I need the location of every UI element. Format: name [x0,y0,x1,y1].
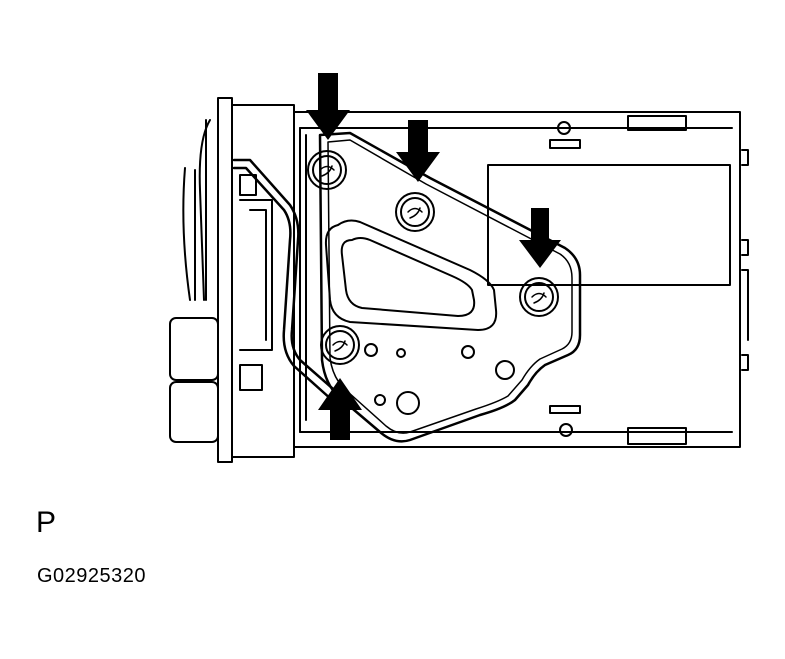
front-panel [169,97,295,463]
view-letter-label: P [36,506,57,539]
bolt-bottom-left [320,325,360,365]
bracket-diagram [169,73,749,463]
bolt-top-left [307,150,347,190]
arrow-down-bolt-2 [396,120,440,182]
arrow-up-bolt-4 [318,378,362,440]
bolt-top-center [395,192,435,232]
chassis-housing [293,111,749,448]
bolt-right [519,277,559,317]
figure-code-label: G02925320 [37,565,147,587]
wire-harness [232,158,342,402]
bolt-group [307,150,559,365]
arrow-down-bolt-3 [519,208,561,268]
arrow-down-bolt-1 [306,73,350,140]
bracket-plate [318,131,582,443]
